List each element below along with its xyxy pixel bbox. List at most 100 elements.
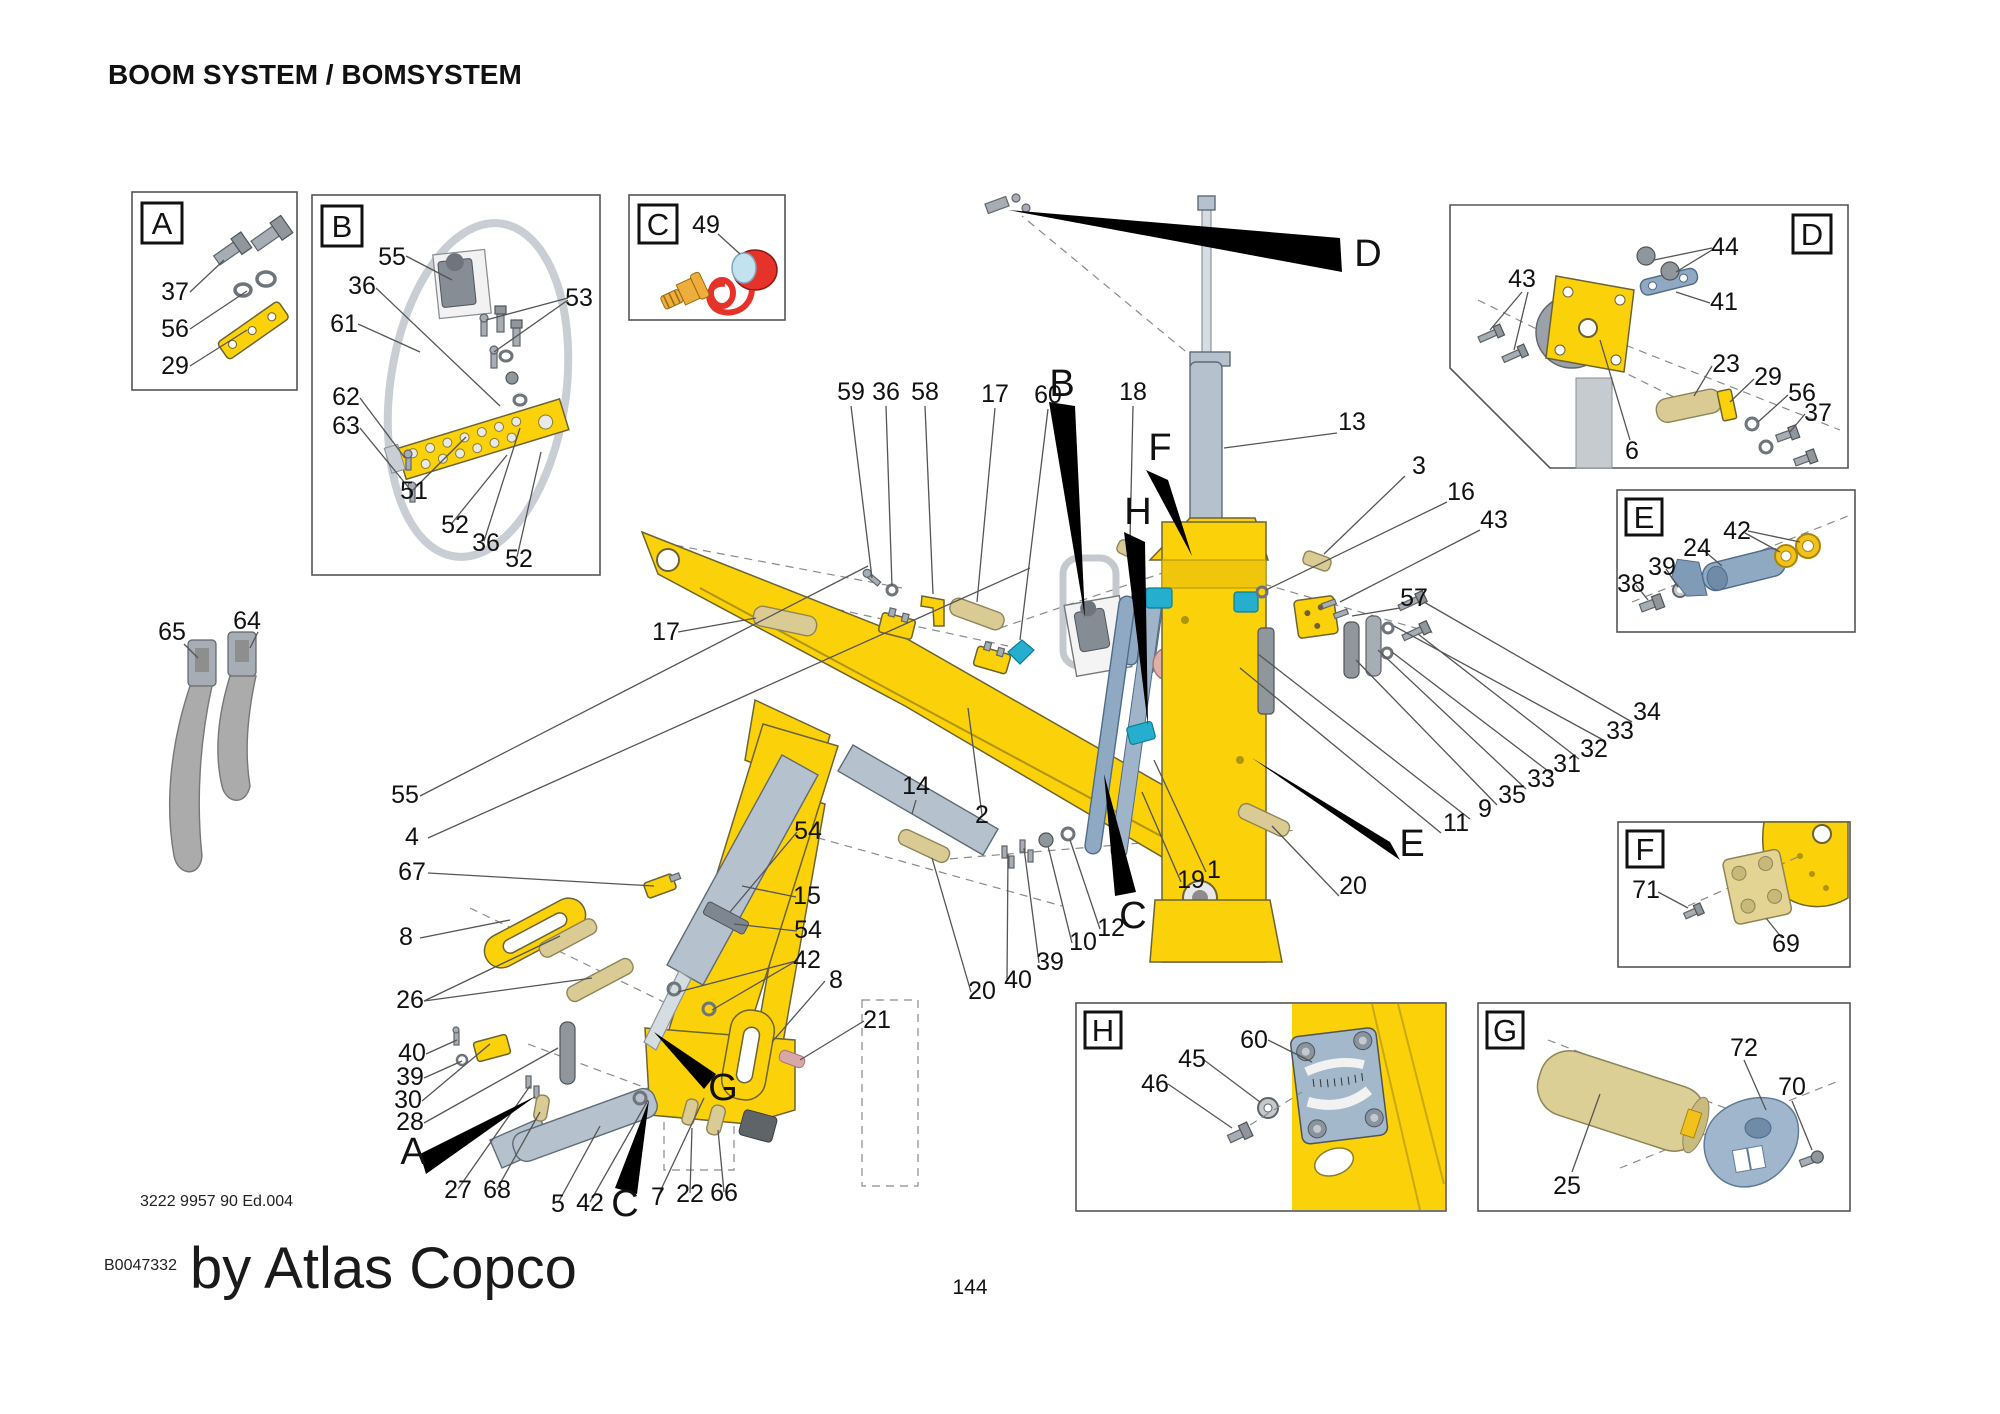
wedge-c-upper bbox=[1104, 774, 1136, 896]
part-label: 13 bbox=[1338, 408, 1366, 436]
clamp-30 bbox=[472, 1033, 512, 1063]
part-label: 2 bbox=[975, 801, 989, 829]
callout-letter-f: F bbox=[1148, 427, 1171, 469]
part-label: 40 bbox=[398, 1039, 426, 1067]
part-label: 62 bbox=[332, 383, 360, 411]
plate-stack bbox=[1293, 589, 1433, 679]
part-label: 19 bbox=[1177, 866, 1205, 894]
part-label: 20 bbox=[1339, 872, 1367, 900]
pin-68 bbox=[533, 1094, 550, 1122]
cylinder-14 bbox=[837, 744, 999, 856]
part-label: 6 bbox=[1625, 437, 1639, 465]
part-label: 56 bbox=[1788, 379, 1816, 407]
nut-44 bbox=[1660, 261, 1680, 281]
part-label: 16 bbox=[1447, 478, 1475, 506]
page-number: 144 bbox=[952, 1276, 987, 1299]
part-label: 43 bbox=[1508, 265, 1536, 293]
part-label: 70 bbox=[1778, 1073, 1806, 1101]
part-label: 33 bbox=[1606, 717, 1634, 745]
part-label: 52 bbox=[441, 511, 469, 539]
part-label: 58 bbox=[911, 378, 939, 406]
callout-letter-h: H bbox=[1124, 491, 1151, 533]
part-label: 38 bbox=[1617, 570, 1645, 598]
inset-g: G 72 70 25 bbox=[1477, 1002, 1851, 1212]
part-label: 17 bbox=[981, 380, 1009, 408]
rubber-block bbox=[738, 1109, 778, 1143]
part-label: 44 bbox=[1711, 233, 1739, 261]
part-label: 9 bbox=[1478, 795, 1492, 823]
inset-c: C 49 bbox=[628, 194, 786, 321]
part-label: 63 bbox=[332, 412, 360, 440]
part-label: 4 bbox=[405, 823, 419, 851]
inset-letter: A bbox=[152, 206, 173, 241]
part-label: 34 bbox=[1633, 698, 1661, 726]
part-label: 53 bbox=[565, 284, 593, 312]
bracket-58 bbox=[920, 595, 945, 627]
nut-44 bbox=[1636, 246, 1656, 266]
dashed-guides bbox=[469, 215, 1437, 1187]
part-label: 24 bbox=[1683, 534, 1711, 562]
pin-28 bbox=[559, 1021, 576, 1085]
callout-letter-c-lower: C bbox=[611, 1183, 638, 1225]
part-label: 39 bbox=[396, 1063, 424, 1091]
step-plate bbox=[383, 398, 570, 481]
lock-plate-72 bbox=[1703, 1096, 1800, 1188]
part-label: 66 bbox=[710, 1179, 738, 1207]
callout-letter-g: G bbox=[708, 1067, 738, 1109]
part-label: 25 bbox=[1553, 1172, 1581, 1200]
strap-right bbox=[217, 675, 257, 801]
part-label: 51 bbox=[400, 477, 428, 505]
pin-17 bbox=[949, 597, 1005, 631]
part-label: 37 bbox=[161, 278, 189, 306]
part-label: 31 bbox=[1553, 750, 1581, 778]
part-label: 35 bbox=[1498, 781, 1526, 809]
part-label: 10 bbox=[1069, 928, 1097, 956]
leader-lines bbox=[183, 405, 1633, 1204]
wedge-g bbox=[654, 1032, 716, 1089]
part-label: 72 bbox=[1730, 1034, 1758, 1062]
doc-number: 3222 9957 90 Ed.004 bbox=[140, 1193, 293, 1210]
part-label: 68 bbox=[483, 1176, 511, 1204]
part-label: 67 bbox=[398, 858, 426, 886]
part-label: 52 bbox=[505, 545, 533, 573]
callout-letter-d: D bbox=[1354, 233, 1381, 275]
part-label: 36 bbox=[348, 272, 376, 300]
cyan-pad bbox=[1145, 587, 1173, 609]
part-label: 41 bbox=[1710, 288, 1738, 316]
pin-26 bbox=[538, 918, 598, 958]
inset-letter: D bbox=[1801, 217, 1823, 252]
part-label: 23 bbox=[1712, 350, 1740, 378]
part-label: 29 bbox=[161, 352, 189, 380]
part-label: 55 bbox=[378, 243, 406, 271]
pin-20 bbox=[897, 828, 951, 864]
small-parts bbox=[643, 539, 1350, 1069]
inset-f: F 71 69 bbox=[1617, 821, 1851, 968]
part-label: 20 bbox=[968, 977, 996, 1005]
cyan-pad bbox=[1233, 591, 1259, 613]
part-label: 33 bbox=[1527, 765, 1555, 793]
part-label: 59 bbox=[837, 378, 865, 406]
pin-17 bbox=[752, 605, 818, 637]
part-label: 8 bbox=[829, 966, 843, 994]
part-label: 61 bbox=[330, 310, 358, 338]
fitting-21 bbox=[778, 1049, 806, 1069]
part-label: 14 bbox=[902, 772, 930, 800]
roller-25 bbox=[1536, 1050, 1710, 1154]
wear-plate-69 bbox=[1722, 848, 1793, 925]
part-label: 30 bbox=[394, 1086, 422, 1114]
boom-tip-hole bbox=[656, 548, 680, 572]
part-label: 7 bbox=[651, 1183, 665, 1211]
wedge-e bbox=[1252, 758, 1400, 860]
part-label: 17 bbox=[652, 618, 680, 646]
cylinder-13 bbox=[1189, 361, 1223, 528]
part-label: 64 bbox=[233, 607, 261, 635]
plate-29 bbox=[1716, 388, 1738, 422]
inset-letter: E bbox=[1634, 500, 1655, 535]
brand-text: by Atlas Copco bbox=[190, 1236, 577, 1301]
cyan-shim-60 bbox=[1007, 639, 1035, 665]
part-label: 49 bbox=[692, 211, 720, 239]
part-label: 57 bbox=[1400, 584, 1428, 612]
inset-letter: B bbox=[332, 209, 353, 244]
letter-callouts: B D F H E C A C G bbox=[400, 233, 1424, 1225]
